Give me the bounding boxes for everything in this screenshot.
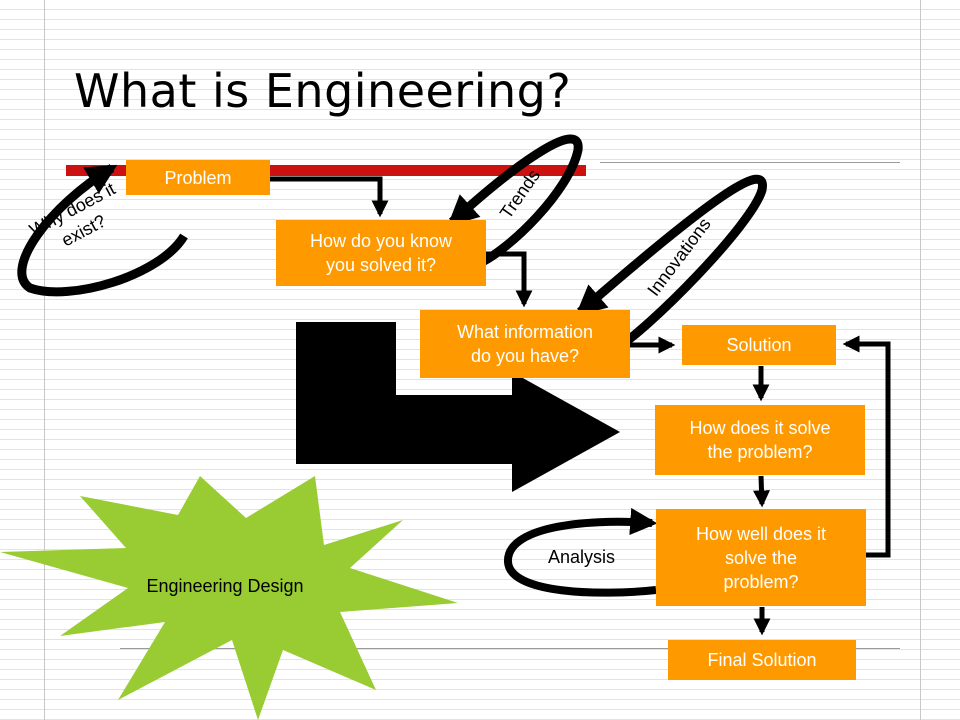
problem-box: Problem bbox=[126, 160, 270, 195]
how-well-line-2: solve the bbox=[724, 547, 798, 568]
how-know-line-1: How do you know bbox=[309, 231, 453, 251]
how-well-line-1: How well does it bbox=[695, 523, 827, 544]
solution-box-label: Solution bbox=[726, 335, 792, 355]
how-solve-line-1: How does it solve bbox=[689, 418, 831, 438]
engineering-design-label: Engineering Design bbox=[146, 576, 304, 596]
analysis-label: Analysis bbox=[548, 547, 616, 567]
innovations-loop-arrow bbox=[575, 174, 767, 354]
final-solution-box: Final Solution bbox=[668, 640, 856, 680]
how-know-box: How do you know you solved it? bbox=[276, 220, 486, 286]
left-margin-line bbox=[44, 0, 45, 720]
final-solution-label: Final Solution bbox=[707, 650, 817, 670]
arrow-how-solve-to-how-well bbox=[753, 475, 771, 508]
problem-box-label: Problem bbox=[164, 167, 232, 188]
engineering-design-burst bbox=[0, 476, 458, 720]
arrow-problem-to-know bbox=[270, 176, 389, 218]
how-know-line-2: you solved it? bbox=[325, 255, 437, 275]
information-line-1: What information bbox=[456, 322, 594, 342]
big-flow-arrow bbox=[296, 322, 620, 492]
right-margin-line bbox=[920, 0, 921, 720]
title-accent-bar bbox=[66, 165, 586, 176]
information-line-2: do you have? bbox=[470, 346, 580, 366]
information-box: What information do you have? bbox=[420, 310, 630, 378]
slide-title: What is Engineering? bbox=[74, 64, 572, 118]
how-well-box: How well does it solve the problem? bbox=[656, 509, 866, 606]
footer-rule-line bbox=[120, 648, 900, 649]
how-solve-line-2: the problem? bbox=[707, 442, 813, 462]
trends-loop-arrow bbox=[447, 134, 583, 269]
arrow-feedback-loop bbox=[842, 335, 891, 558]
why-loop-arrow bbox=[17, 164, 188, 297]
how-well-line-3: problem? bbox=[723, 571, 799, 592]
solution-box: Solution bbox=[682, 325, 836, 365]
title-rule-line bbox=[600, 162, 900, 163]
analysis-loop-arrow bbox=[504, 507, 658, 597]
how-solve-box: How does it solve the problem? bbox=[655, 405, 865, 475]
